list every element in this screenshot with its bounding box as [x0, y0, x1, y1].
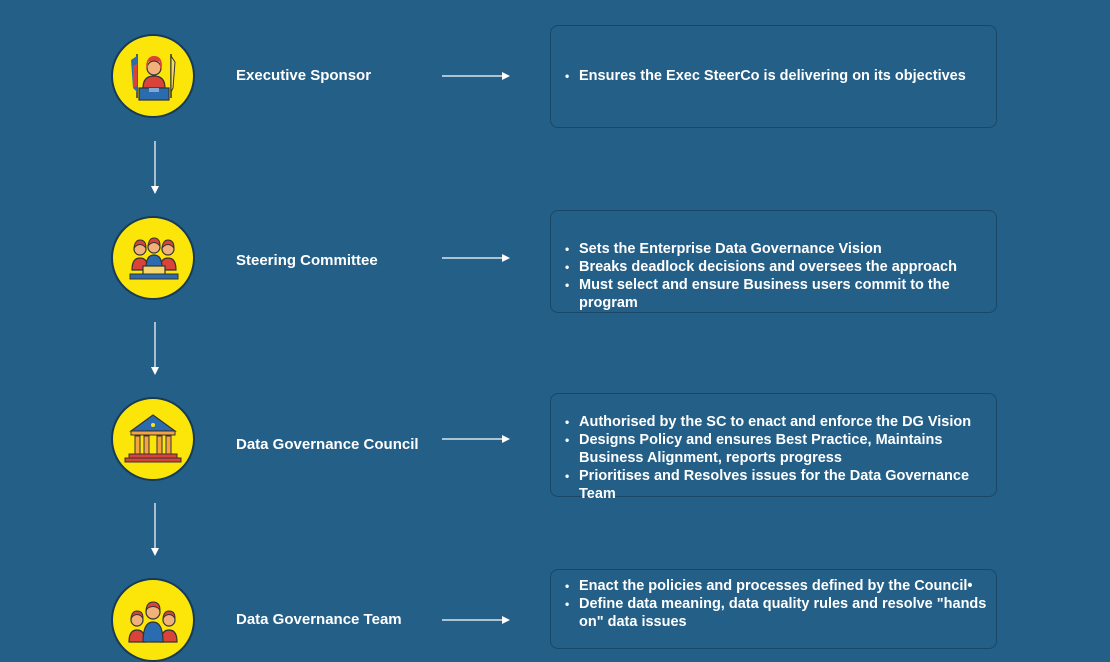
executive-sponsor-badge	[111, 34, 195, 118]
responsibilities-box-data-governance-council: Authorised by the SC to enact and enforc…	[550, 393, 997, 502]
connector-arrow-right	[442, 616, 510, 624]
responsibilities-box-data-governance-team: Enact the policies and processes defined…	[550, 569, 997, 649]
responsibility-item: Breaks deadlock decisions and oversees t…	[565, 258, 990, 276]
responsibility-item: Prioritises and Resolves issues for the …	[565, 467, 990, 503]
connector-arrow-right	[442, 435, 510, 443]
steering-committee-badge	[111, 216, 195, 300]
government-building-icon	[124, 414, 182, 463]
role-label-data-governance-team: Data Governance Team	[236, 611, 402, 628]
responsibility-item: Must select and ensure Business users co…	[565, 276, 990, 312]
responsibilities-box-steering-committee: Sets the Enterprise Data Governance Visi…	[550, 210, 997, 313]
responsibility-item: Designs Policy and ensures Best Practice…	[565, 431, 990, 467]
data-governance-council-badge	[111, 397, 195, 481]
connector-arrow-down	[151, 322, 159, 375]
connector-arrow-down	[151, 141, 159, 194]
responsibility-item: Sets the Enterprise Data Governance Visi…	[565, 240, 990, 258]
responsibility-item: Ensures the Exec SteerCo is delivering o…	[565, 67, 990, 85]
role-label-steering-committee: Steering Committee	[236, 252, 378, 269]
data-governance-team-badge	[111, 578, 195, 662]
role-label-data-governance-council: Data Governance Council	[236, 436, 419, 453]
team-people-icon	[128, 601, 178, 643]
responsibilities-box-executive-sponsor: Ensures the Exec SteerCo is delivering o…	[550, 25, 997, 128]
responsibility-item: Define data meaning, data quality rules …	[565, 595, 990, 631]
committee-group-icon	[129, 237, 179, 280]
connector-arrow-down	[151, 503, 159, 556]
connector-arrow-right	[442, 72, 510, 80]
executive-sponsor-icon	[131, 54, 176, 101]
responsibility-item: Authorised by the SC to enact and enforc…	[565, 413, 990, 431]
role-label-executive-sponsor: Executive Sponsor	[236, 67, 372, 84]
connector-arrow-right	[442, 254, 510, 262]
responsibility-item: Enact the policies and processes defined…	[565, 577, 990, 595]
